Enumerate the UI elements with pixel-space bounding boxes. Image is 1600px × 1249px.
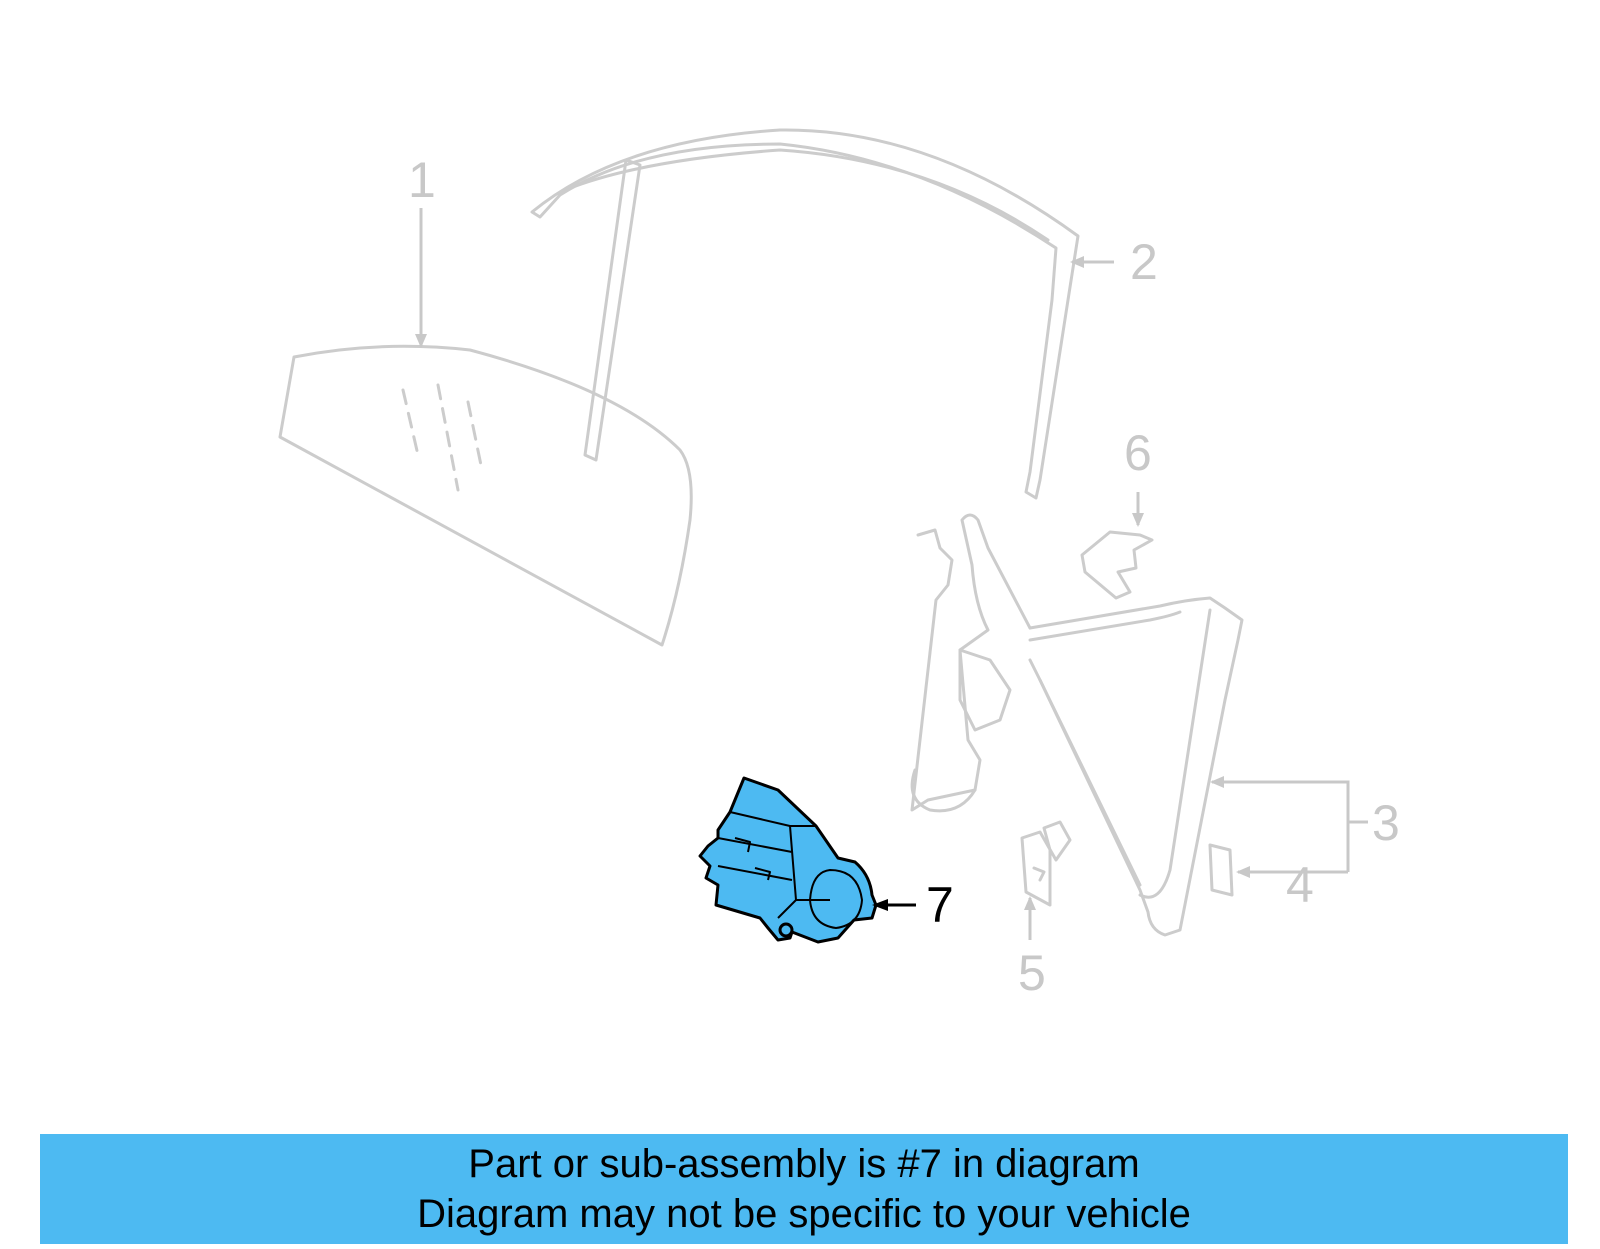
window-regulator-motor <box>698 776 878 944</box>
banner-line-1: Part or sub-assembly is #7 in diagram <box>468 1142 1140 1186</box>
regulator-bracket <box>1020 820 1072 907</box>
banner-line-2: Diagram may not be specific to your vehi… <box>417 1192 1191 1236</box>
door-glass <box>278 344 693 647</box>
callout-1: 1 <box>408 152 436 208</box>
window-regulator <box>910 513 1244 937</box>
info-banner: Part or sub-assembly is #7 in diagram Di… <box>40 1134 1568 1244</box>
regulator-pad <box>1208 843 1234 897</box>
leader-3 <box>1210 776 1368 824</box>
callout-5: 5 <box>1018 945 1046 1001</box>
callout-6: 6 <box>1124 425 1152 481</box>
callout-3: 3 <box>1372 795 1400 851</box>
callout-4: 4 <box>1286 857 1314 913</box>
callout-2: 2 <box>1130 234 1158 290</box>
callout-7: 7 <box>926 877 954 933</box>
glass-run-channel <box>530 128 1080 500</box>
glass-clip <box>1080 530 1154 600</box>
